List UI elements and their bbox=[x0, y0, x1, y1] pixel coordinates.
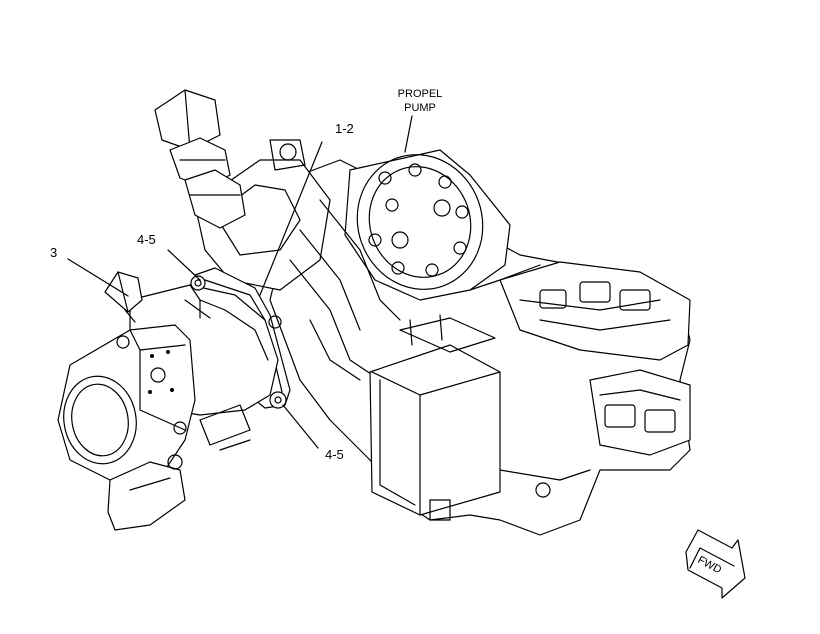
leader-propel-pump bbox=[404, 115, 413, 153]
callout-4-5-upper: 4-5 bbox=[137, 232, 156, 247]
leader-lines bbox=[67, 115, 413, 449]
labels: PROPEL PUMP 1-2 3 4-5 4-5 bbox=[50, 88, 442, 462]
front-square-block bbox=[369, 314, 501, 521]
label-propel-pump-line2: PUMP bbox=[404, 102, 436, 114]
label-propel-pump-line1: PROPEL bbox=[398, 88, 443, 100]
forward-arrow-icon: FWD bbox=[685, 529, 746, 599]
leader-4-5-lower bbox=[282, 404, 319, 449]
propel-pump-flange bbox=[344, 149, 511, 301]
bolt-lower bbox=[269, 391, 287, 409]
control-valve-block bbox=[499, 261, 691, 498]
callout-4-5-lower: 4-5 bbox=[325, 447, 344, 462]
leader-3 bbox=[67, 258, 129, 297]
speed-sensor bbox=[104, 271, 143, 323]
leader-1-2 bbox=[259, 141, 323, 296]
leader-4-5-upper bbox=[167, 249, 201, 281]
motor-assembly bbox=[57, 267, 291, 531]
callout-3: 3 bbox=[50, 245, 57, 260]
top-sensor bbox=[154, 89, 246, 229]
callout-1-2: 1-2 bbox=[335, 121, 354, 136]
background-assembly bbox=[194, 139, 691, 536]
bolt-upper bbox=[190, 275, 206, 291]
